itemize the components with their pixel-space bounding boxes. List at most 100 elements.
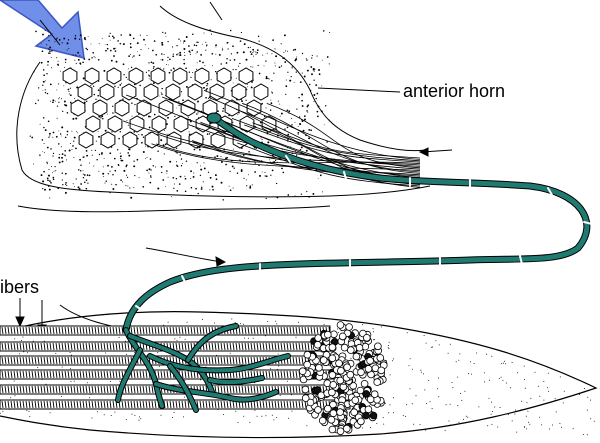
stipple-dot <box>237 172 239 174</box>
stipple-dot <box>190 52 191 53</box>
stipple-dot <box>27 352 28 353</box>
stipple-dot <box>484 381 485 382</box>
neuron-cell <box>78 84 92 100</box>
stipple-dot <box>52 137 53 138</box>
stipple-dot <box>273 73 274 74</box>
stipple-dot <box>538 386 539 387</box>
stipple-dot <box>165 186 166 187</box>
stipple-dot <box>68 39 69 40</box>
stipple-dot <box>543 400 544 401</box>
stipple-dot <box>169 161 171 163</box>
stipple-dot <box>183 43 184 44</box>
stipple-dot <box>58 157 60 159</box>
stipple-dot <box>528 422 529 423</box>
stipple-dot <box>49 50 51 52</box>
stipple-dot <box>298 134 299 135</box>
stipple-dot <box>543 381 544 382</box>
stipple-dot <box>491 356 492 357</box>
stipple-dot <box>306 59 308 61</box>
stipple-dot <box>47 93 48 94</box>
stipple-dot <box>271 80 272 81</box>
stipple-dot <box>155 166 156 167</box>
stipple-dot <box>236 52 238 54</box>
stipple-dot <box>126 77 127 78</box>
stipple-dot <box>227 48 228 49</box>
stipple-dot <box>272 415 273 416</box>
stipple-dot <box>75 35 76 36</box>
stipple-dot <box>247 86 248 87</box>
stipple-dot <box>98 89 100 91</box>
stipple-dot <box>50 412 51 413</box>
stipple-dot <box>264 172 265 173</box>
stipple-dot <box>276 417 277 418</box>
stipple-dot <box>206 85 207 86</box>
stipple-dot <box>250 51 252 53</box>
stipple-dot <box>68 89 70 91</box>
stipple-dot <box>188 45 190 47</box>
stipple-dot <box>98 59 100 61</box>
stipple-dot <box>159 96 160 97</box>
stipple-dot <box>201 187 202 188</box>
stipple-dot <box>78 169 79 170</box>
stipple-dot <box>198 193 199 194</box>
stipple-dot <box>230 60 231 61</box>
neuron-cell <box>107 68 121 84</box>
stipple-dot <box>459 422 460 423</box>
stipple-dot <box>106 181 107 182</box>
stipple-dot <box>161 88 162 89</box>
axon-terminal-branches <box>118 326 288 410</box>
stipple-dot <box>133 187 134 188</box>
stipple-dot <box>312 193 314 195</box>
stipple-dot <box>56 39 57 40</box>
stipple-dot <box>205 89 207 91</box>
stipple-dot <box>259 41 260 42</box>
stipple-dot <box>243 178 244 179</box>
stipple-dot <box>424 389 425 390</box>
stipple-dot <box>72 118 74 120</box>
stipple-dot <box>98 131 99 132</box>
stipple-dot <box>110 40 111 41</box>
stipple-dot <box>291 124 292 125</box>
stipple-dot <box>64 150 66 152</box>
stipple-dot <box>501 377 502 378</box>
stipple-dot <box>140 418 141 419</box>
stipple-dot <box>293 49 295 51</box>
stipple-dot <box>94 56 95 57</box>
stipple-dot <box>329 63 330 64</box>
stipple-dot <box>410 358 411 359</box>
stipple-dot <box>43 127 44 128</box>
fiber-cross-section <box>329 426 336 433</box>
stipple-dot <box>90 85 91 86</box>
stipple-dot <box>30 135 31 136</box>
stipple-dot <box>587 434 588 435</box>
stipple-dot <box>315 84 317 86</box>
stipple-dot <box>80 34 82 36</box>
stipple-dot <box>183 416 184 417</box>
stipple-dot <box>510 387 511 388</box>
stipple-dot <box>138 420 139 421</box>
stipple-dot <box>67 131 69 133</box>
stipple-dot <box>269 79 270 80</box>
stipple-dot <box>173 53 174 54</box>
stipple-dot <box>512 362 513 363</box>
stipple-dot <box>539 417 540 418</box>
stipple-dot <box>50 148 52 150</box>
stipple-dot <box>439 344 440 345</box>
stipple-dot <box>29 411 30 412</box>
stipple-dot <box>306 58 307 59</box>
stipple-dot <box>239 159 240 160</box>
stipple-dot <box>55 353 56 354</box>
stipple-dot <box>192 72 193 73</box>
stipple-dot <box>117 40 119 42</box>
stipple-dot <box>205 97 207 99</box>
stipple-dot <box>311 73 313 75</box>
stipple-dot <box>392 360 393 361</box>
stipple-dot <box>206 88 208 90</box>
stipple-dot <box>43 117 44 118</box>
stipple-dot <box>167 117 169 119</box>
stipple-dot <box>548 373 549 374</box>
fiber-cross-section <box>328 416 335 423</box>
stipple-dot <box>48 40 49 41</box>
stipple-dot <box>139 85 141 87</box>
stipple-dot <box>209 133 210 134</box>
